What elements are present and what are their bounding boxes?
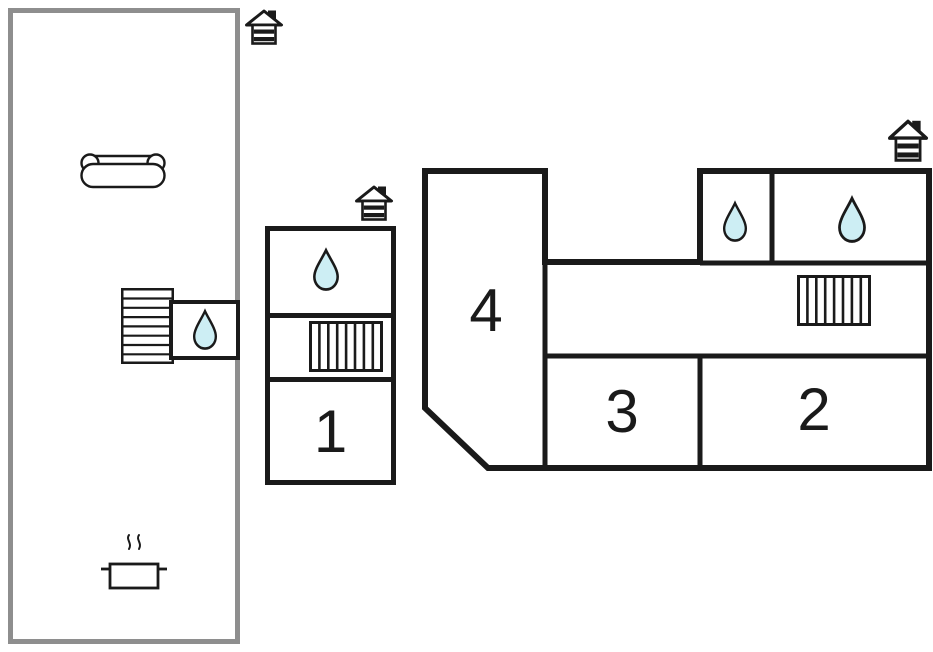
house-marker-icon — [355, 185, 393, 221]
building-1-wall — [270, 313, 391, 318]
room-4-label: 4 — [469, 277, 503, 344]
sofa-icon — [80, 153, 166, 189]
room-1-label: 1 — [313, 398, 348, 465]
water-drop-icon — [722, 200, 748, 242]
radiator-icon — [309, 321, 383, 372]
house-marker-icon — [245, 9, 283, 45]
stairs-icon — [121, 288, 174, 364]
cooking-pot-icon — [101, 534, 167, 590]
water-drop-icon — [838, 195, 866, 243]
annex-bathroom — [169, 300, 240, 360]
water-drop-icon — [313, 247, 339, 291]
main-building-outline — [422, 168, 932, 471]
room-3-label: 3 — [605, 378, 639, 445]
main-building-interior-walls — [542, 171, 929, 468]
radiator-icon — [797, 275, 871, 326]
house-marker-icon — [888, 119, 928, 162]
building-1-wall — [270, 377, 391, 382]
water-drop-icon — [192, 308, 217, 350]
room-2-label: 2 — [797, 376, 831, 443]
